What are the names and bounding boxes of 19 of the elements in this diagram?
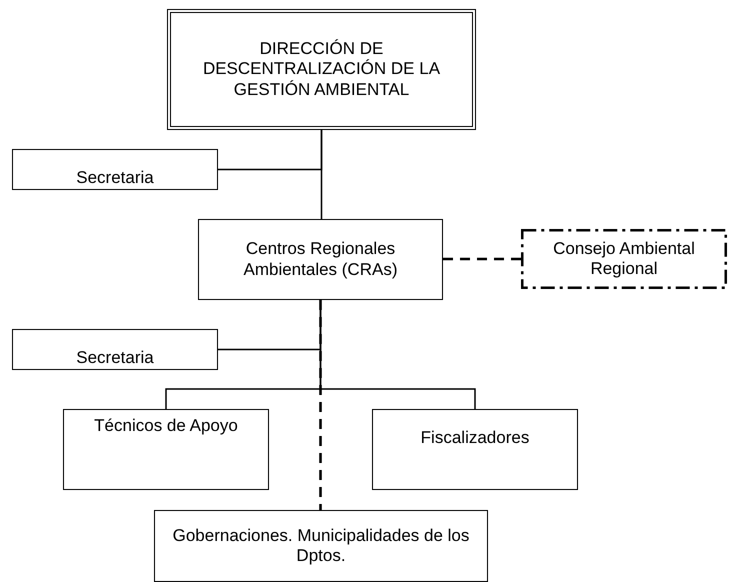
org-box bbox=[63, 409, 269, 490]
box-label: Gobernaciones. Municipalidades de los Dptos. bbox=[172, 526, 470, 566]
box-label: DIRECCIÓN DE DESCENTRALIZACIÓN DE LA GESTIÓN AMBIENTAL bbox=[202, 38, 442, 100]
org-box bbox=[198, 219, 443, 300]
title-box bbox=[167, 9, 476, 130]
org-box bbox=[12, 329, 218, 370]
dashed-connector bbox=[443, 258, 521, 260]
box-label: Secretaria bbox=[76, 348, 154, 368]
box-label: Fiscalizadores bbox=[420, 428, 530, 448]
box-label: Consejo Ambiental Regional bbox=[552, 238, 696, 280]
org-box bbox=[521, 229, 727, 289]
org-box bbox=[372, 409, 578, 490]
org-box bbox=[154, 510, 488, 582]
box-label: Secretaria bbox=[76, 168, 154, 188]
org-box bbox=[12, 149, 218, 190]
dashed-connector bbox=[319, 300, 322, 510]
box-label: Centros Regionales Ambientales (CRAs) bbox=[242, 239, 398, 280]
connector-line bbox=[218, 130, 322, 170]
box-label: Técnicos de Apoyo bbox=[94, 416, 238, 436]
